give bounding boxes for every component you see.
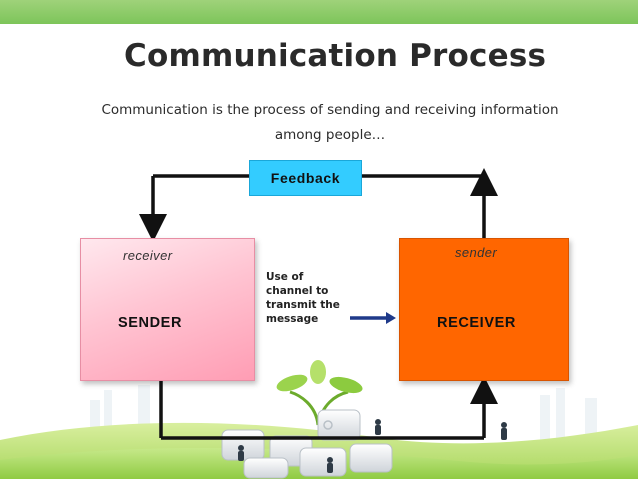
header-bar: [0, 0, 638, 24]
receiver-box: sender RECEIVER: [399, 238, 569, 381]
sender-label: SENDER: [118, 315, 183, 331]
people-illustration: [238, 419, 507, 473]
receiver-label: RECEIVER: [437, 315, 516, 331]
sender-box: receiver SENDER: [80, 238, 255, 381]
sender-role-label: receiver: [123, 248, 173, 263]
receiver-role-label: sender: [455, 245, 498, 260]
keyboard-keys-illustration: [221, 409, 393, 479]
feedback-box: Feedback: [249, 160, 362, 196]
channel-description: Use of channel to transmit the message: [266, 271, 340, 325]
slide-subtitle: Communication is the process of sending …: [101, 102, 559, 143]
slide-title: Communication Process: [124, 38, 547, 74]
